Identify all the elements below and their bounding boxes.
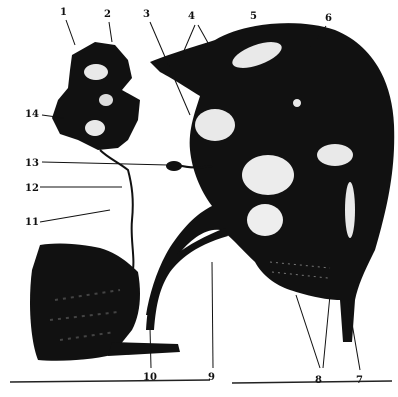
label-12: 12 xyxy=(25,183,39,194)
cluster-hole-bottom xyxy=(85,120,105,136)
mass-hole-center xyxy=(242,155,294,195)
label-11: 11 xyxy=(25,217,39,228)
knot xyxy=(166,161,182,171)
cluster-hole-mid xyxy=(99,94,113,106)
label-9: 9 xyxy=(208,372,215,383)
baseline-left xyxy=(10,380,210,382)
label-1: 1 xyxy=(60,7,67,18)
label-3: 3 xyxy=(143,9,150,20)
leader-10 xyxy=(150,328,151,368)
label-14: 14 xyxy=(25,109,39,120)
label-13: 13 xyxy=(25,158,39,169)
label-7: 7 xyxy=(356,375,363,386)
label-6: 6 xyxy=(325,13,332,24)
cluster-hole-top xyxy=(84,64,108,80)
leader-2 xyxy=(109,22,112,42)
label-2: 2 xyxy=(104,9,111,20)
mass-hole-small xyxy=(293,99,301,107)
mass-right-edge-highlight xyxy=(345,182,355,238)
leader-8a xyxy=(296,295,320,368)
leader-11 xyxy=(40,210,110,222)
mass-hole-lower xyxy=(247,204,283,236)
mass-hole-right xyxy=(317,144,353,166)
leader-13 xyxy=(42,162,168,165)
mass-hole-left xyxy=(195,109,235,141)
baseline-right xyxy=(232,381,392,383)
label-5: 5 xyxy=(250,11,257,22)
label-4: 4 xyxy=(188,11,195,22)
leader-8b xyxy=(323,295,330,368)
leader-9 xyxy=(212,262,213,368)
leader-1 xyxy=(66,20,75,45)
label-10: 10 xyxy=(143,372,157,383)
lower-mass-foot xyxy=(108,342,180,356)
label-8: 8 xyxy=(315,375,322,386)
